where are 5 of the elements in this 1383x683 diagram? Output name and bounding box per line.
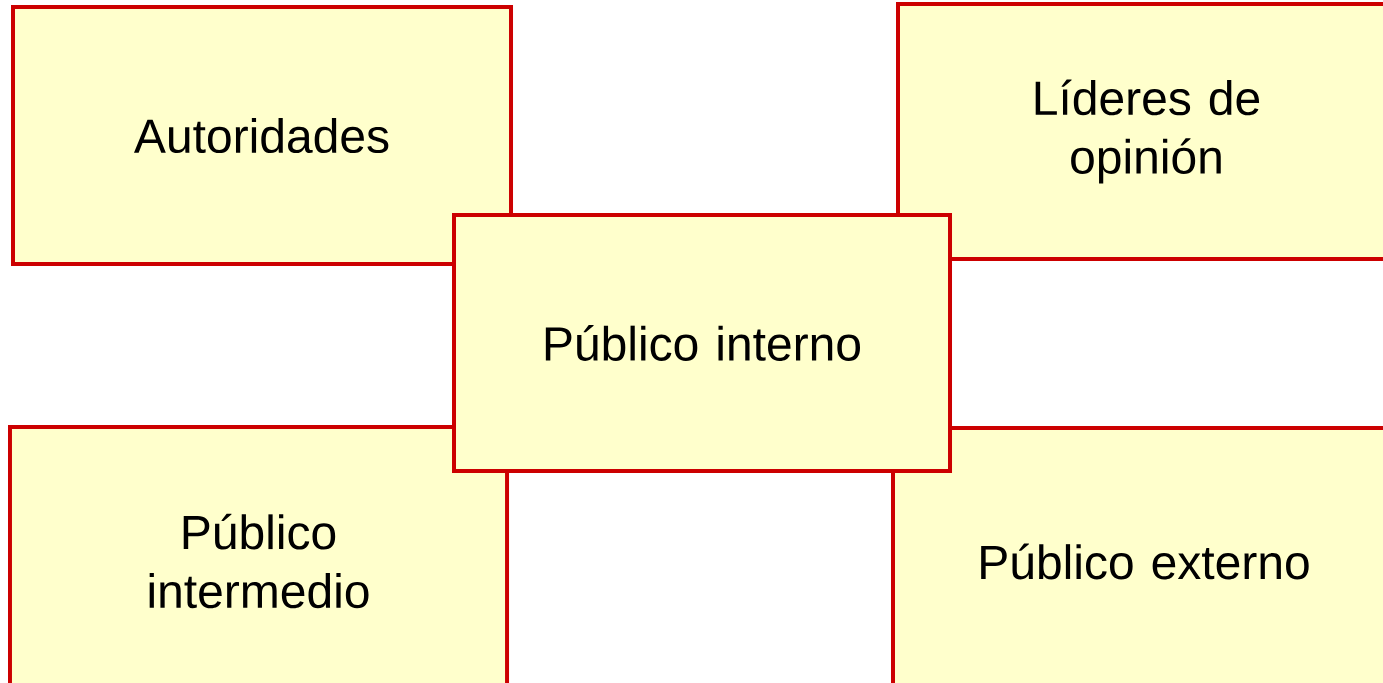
text-box: Líderes de opinión [896, 2, 1383, 261]
text-box: Público interno [452, 213, 952, 473]
text-box: Público intermedio [7, 425, 510, 683]
text-box: Público externo [891, 426, 1383, 683]
text-box: Autoridades [11, 4, 513, 267]
